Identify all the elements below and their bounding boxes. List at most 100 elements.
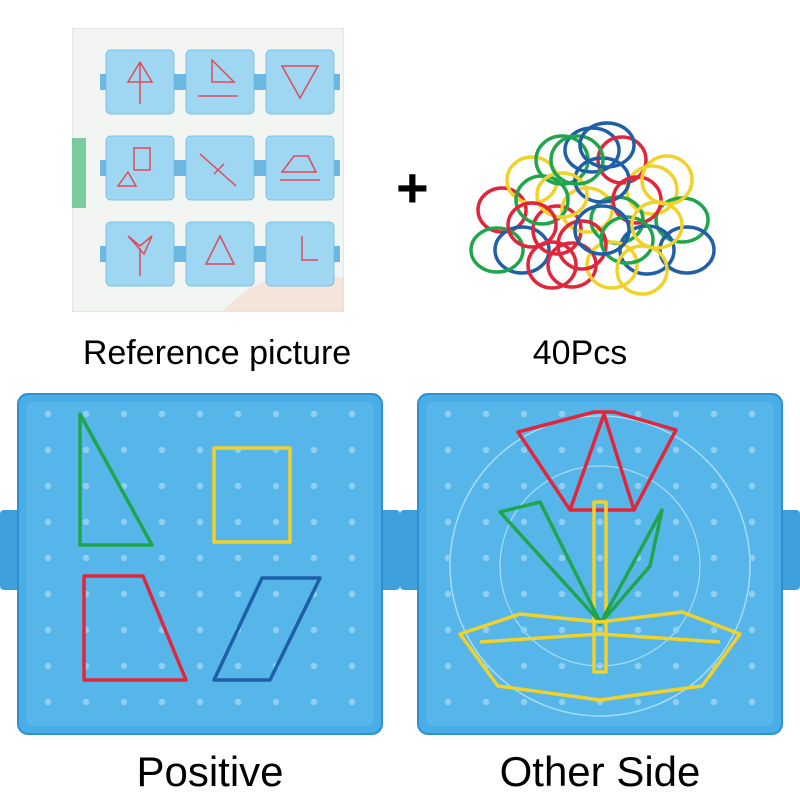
- rubber-band: [549, 134, 605, 186]
- peg: [234, 410, 242, 418]
- reference-card: [72, 28, 344, 312]
- peg: [634, 662, 642, 670]
- rubber-band: [658, 225, 716, 275]
- peg: [596, 554, 604, 562]
- rubber-band: [556, 219, 608, 271]
- peg: [444, 518, 452, 526]
- peg: [310, 410, 318, 418]
- peg: [44, 482, 52, 490]
- peg: [558, 410, 566, 418]
- peg: [310, 482, 318, 490]
- peg: [82, 446, 90, 454]
- peg: [558, 662, 566, 670]
- peg: [444, 482, 452, 490]
- rubber-band: [630, 200, 684, 250]
- peg: [158, 518, 166, 526]
- peg: [348, 590, 356, 598]
- peg: [672, 410, 680, 418]
- peg: [710, 554, 718, 562]
- peg: [196, 410, 204, 418]
- peg: [444, 410, 452, 418]
- peg: [196, 626, 204, 634]
- geoboard-positive: [0, 393, 400, 735]
- peg: [158, 446, 166, 454]
- band-pot: [458, 610, 742, 702]
- band-flower-head-inner: [568, 412, 636, 511]
- peg: [348, 662, 356, 670]
- triangle-down-icon: [260, 49, 340, 115]
- peg: [348, 698, 356, 706]
- peg: [596, 590, 604, 598]
- band-right-leaf: [598, 508, 664, 626]
- peg: [710, 698, 718, 706]
- peg: [82, 554, 90, 562]
- peg: [272, 698, 280, 706]
- peg: [520, 626, 528, 634]
- house-icon: [260, 135, 340, 201]
- peg: [310, 662, 318, 670]
- rubber-band: [526, 240, 578, 290]
- peg: [272, 410, 280, 418]
- peg: [310, 518, 318, 526]
- band-triangle: [78, 412, 154, 547]
- peg: [196, 446, 204, 454]
- peg: [748, 410, 756, 418]
- peg: [672, 590, 680, 598]
- rubber-band: [514, 174, 570, 226]
- rubber-band: [573, 204, 631, 256]
- peg: [444, 698, 452, 706]
- peg: [310, 446, 318, 454]
- caption-band-count: 40Pcs: [532, 334, 628, 372]
- peg: [482, 518, 490, 526]
- peg: [482, 590, 490, 598]
- peg: [558, 698, 566, 706]
- peg: [272, 482, 280, 490]
- peg: [596, 482, 604, 490]
- peg: [120, 698, 128, 706]
- corner-icon: [260, 221, 340, 287]
- peg: [44, 446, 52, 454]
- peg: [748, 662, 756, 670]
- peg: [348, 554, 356, 562]
- peg: [672, 446, 680, 454]
- tree-icon: [100, 49, 180, 115]
- rubber-band: [535, 171, 589, 219]
- peg: [520, 446, 528, 454]
- peg: [710, 518, 718, 526]
- peg: [44, 698, 52, 706]
- caption-reference-picture: Reference picture: [82, 334, 352, 372]
- rubber-band: [506, 201, 558, 249]
- band-parallelogram: [212, 576, 322, 682]
- peg: [234, 698, 242, 706]
- peg: [158, 590, 166, 598]
- peg: [634, 410, 642, 418]
- peg: [444, 662, 452, 670]
- peg: [272, 590, 280, 598]
- peg: [196, 518, 204, 526]
- peg: [234, 662, 242, 670]
- plane-icon: [180, 135, 260, 201]
- sail-icon: [180, 49, 260, 115]
- peg: [120, 662, 128, 670]
- peg: [82, 698, 90, 706]
- peg: [748, 590, 756, 598]
- peg: [158, 482, 166, 490]
- peg: [748, 446, 756, 454]
- peg: [520, 590, 528, 598]
- peg: [120, 554, 128, 562]
- flower-icon: [100, 221, 180, 287]
- peg: [558, 446, 566, 454]
- peg: [348, 626, 356, 634]
- peg: [310, 698, 318, 706]
- peg: [234, 590, 242, 598]
- caption-other-side: Other Side: [499, 748, 701, 795]
- peg: [196, 590, 204, 598]
- peg: [558, 482, 566, 490]
- peg: [310, 554, 318, 562]
- peg: [748, 554, 756, 562]
- peg: [482, 446, 490, 454]
- peg: [482, 626, 490, 634]
- peg: [482, 554, 490, 562]
- peg: [196, 698, 204, 706]
- peg: [520, 698, 528, 706]
